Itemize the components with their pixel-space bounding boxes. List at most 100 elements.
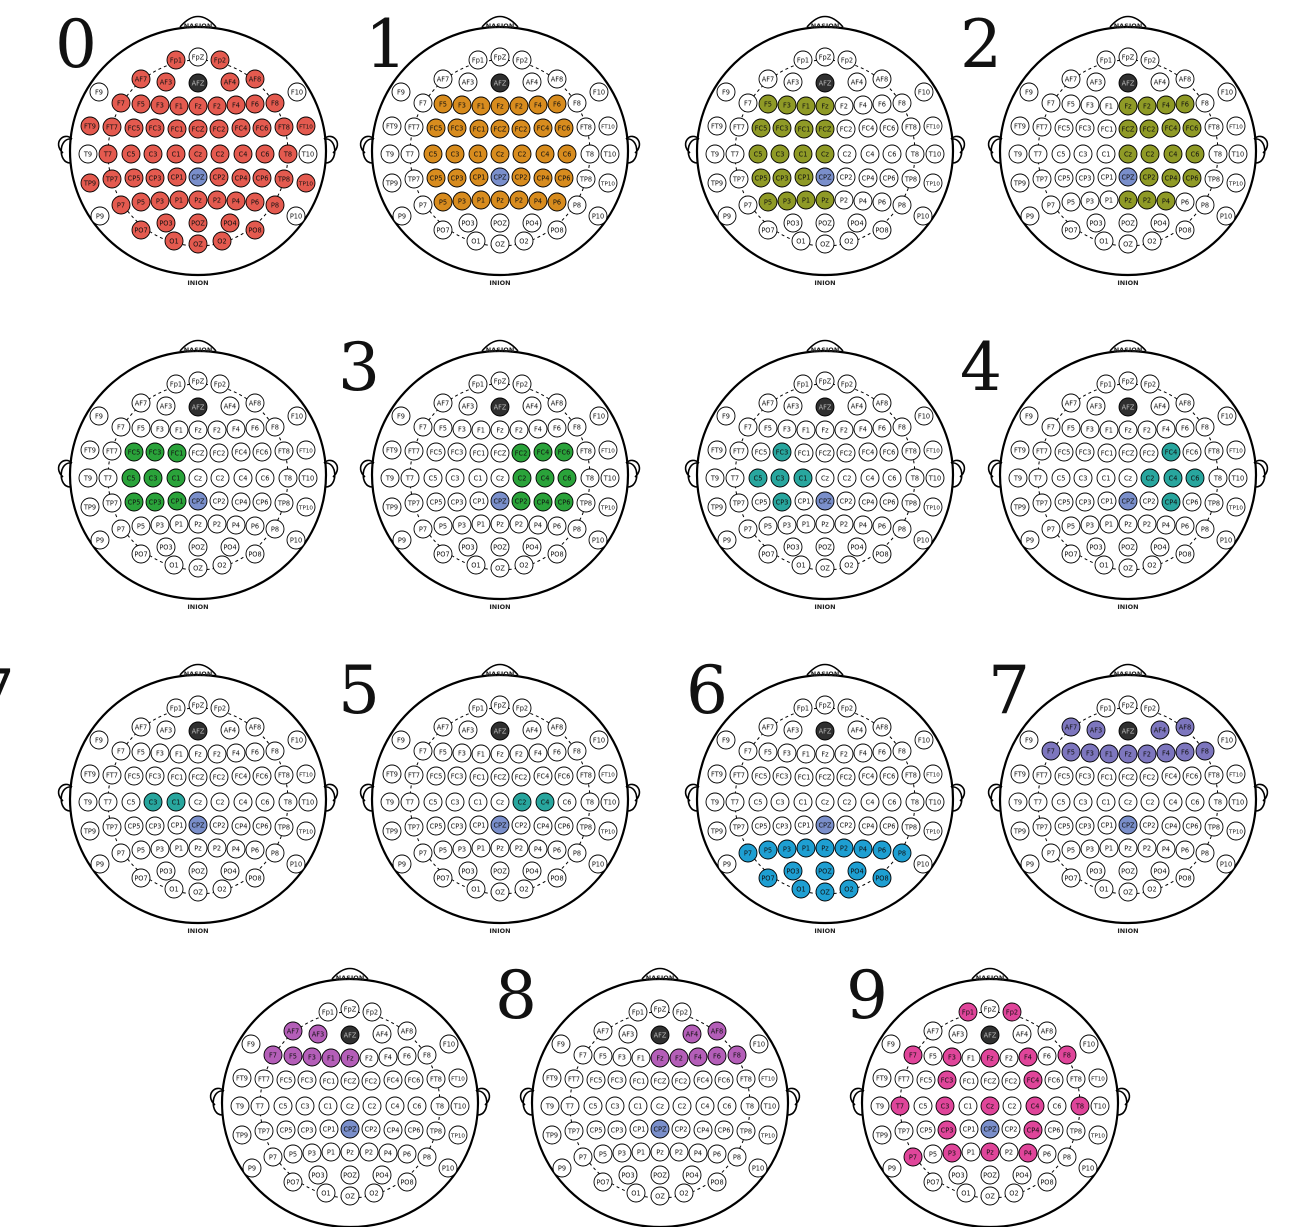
electrode-fpz: FpZ [189,696,207,714]
svg-text:C2: C2 [368,1103,377,1111]
electrode-af8: AF8 [708,1022,726,1040]
electrode-t8: T8 [1209,469,1227,487]
electrode-cp2: CP2 [512,168,530,186]
electrode-p3: P3 [1081,192,1099,210]
svg-text:P1: P1 [175,521,183,529]
electrode-cp4: CP4 [534,169,552,187]
inion-label: INION [1117,279,1138,287]
electrode-c4: C4 [861,469,879,487]
electrode-po4: PO4 [221,862,239,880]
electrode-f10: F10 [1218,407,1236,425]
svg-text:AF3: AF3 [462,79,475,87]
electrode-o2: O2 [1143,556,1161,574]
svg-text:Pz: Pz [194,197,202,205]
svg-text:Fp2: Fp2 [516,705,528,713]
svg-text:F1: F1 [477,103,485,111]
electrode-p2: P2 [208,515,226,533]
electrode-t9: T9 [871,1097,889,1115]
svg-text:P10: P10 [442,1165,454,1173]
electrode-tp7: TP7 [730,818,748,836]
electrode-t10: T10 [601,793,619,811]
svg-text:F8: F8 [271,424,279,432]
svg-text:CP5: CP5 [430,823,443,831]
electrode-p6: P6 [548,193,566,211]
svg-text:CP3: CP3 [941,1127,954,1135]
electrode-ft10: FT10 [1227,117,1245,135]
electrode-p7: P7 [1042,196,1060,214]
svg-text:AFZ: AFZ [494,404,507,412]
svg-text:AF8: AF8 [551,724,564,732]
svg-text:F4: F4 [1162,102,1170,110]
svg-text:CP5: CP5 [1058,499,1071,507]
electrode-fp1: Fp1 [469,699,487,717]
electrode-po3: PO3 [784,862,802,880]
svg-text:POZ: POZ [191,544,205,552]
svg-text:C2: C2 [1146,799,1155,807]
electrode-cp6: CP6 [880,817,898,835]
svg-text:FT7: FT7 [408,448,420,456]
electrode-f7: F7 [574,1046,592,1064]
svg-text:TP8: TP8 [904,824,917,832]
svg-text:F5: F5 [764,749,772,757]
electrode-po4: PO4 [1151,538,1169,556]
electrode-c2: C2 [1003,1097,1021,1115]
electrode-fc5: FC5 [1055,443,1073,461]
svg-text:Cz: Cz [1124,151,1133,159]
svg-text:OZ: OZ [985,1193,995,1201]
electrode-f10: F10 [1218,731,1236,749]
svg-text:Pz: Pz [346,1149,354,1157]
svg-text:Fp1: Fp1 [472,57,484,65]
electrode-f3: F3 [778,96,796,114]
electrode-t9: T9 [381,793,399,811]
electrode-c4: C4 [1164,469,1182,487]
electrode-f5: F5 [284,1047,302,1065]
svg-text:PO7: PO7 [436,875,449,883]
svg-text:CP6: CP6 [256,175,269,183]
electrode-c3: C3 [446,469,464,487]
svg-text:PO4: PO4 [850,868,863,876]
svg-text:FC6: FC6 [408,1077,421,1085]
svg-text:FT10: FT10 [451,1077,465,1083]
svg-text:T7: T7 [405,799,414,807]
svg-text:AF3: AF3 [160,403,173,411]
electrode-tp8: TP8 [577,170,595,188]
electrode-c5: C5 [1052,145,1070,163]
svg-text:CP4: CP4 [862,823,875,831]
svg-text:C2: C2 [1146,475,1155,483]
svg-text:CP4: CP4 [1165,823,1178,831]
electrode-cp2: CP2 [672,1120,690,1138]
svg-text:PO8: PO8 [1178,227,1191,235]
svg-text:TP8: TP8 [904,176,917,184]
electrode-tp10: TP10 [924,822,942,840]
electrode-tp9: TP9 [708,174,726,192]
electrode-f8: F8 [893,94,911,112]
svg-text:CP3: CP3 [1079,175,1092,183]
svg-text:FT9: FT9 [84,447,96,455]
electrode-p9: P9 [91,531,109,549]
electrode-po7: PO7 [434,545,452,563]
svg-text:FC3: FC3 [149,449,162,457]
svg-text:FC1: FC1 [963,1078,976,1086]
electrode-tp7: TP7 [405,818,423,836]
svg-text:C4: C4 [1031,1103,1040,1111]
electrode-fc6: FC6 [1045,1071,1063,1089]
svg-text:CP2: CP2 [1005,1126,1018,1134]
svg-text:C6: C6 [723,1103,732,1111]
svg-text:P3: P3 [1086,846,1094,854]
svg-text:CP3: CP3 [611,1127,624,1135]
electrode-af3: AF3 [1087,721,1105,739]
svg-text:FpZ: FpZ [344,1006,357,1014]
electrode-c6: C6 [1186,469,1204,487]
electrode-c6: C6 [1048,1097,1066,1115]
inion-label: INION [814,603,835,611]
svg-text:P8: P8 [271,526,279,534]
svg-text:F6: F6 [878,101,886,109]
electrode-cpz: CPZ [981,1120,999,1138]
svg-text:AFZ: AFZ [344,1032,357,1040]
electrode-cp1: CP1 [470,816,488,834]
svg-text:FC5: FC5 [920,1077,933,1085]
svg-text:PO3: PO3 [159,868,172,876]
svg-text:PO8: PO8 [400,1179,413,1187]
svg-text:TP9: TP9 [385,180,398,188]
svg-text:P6: P6 [1181,523,1189,531]
